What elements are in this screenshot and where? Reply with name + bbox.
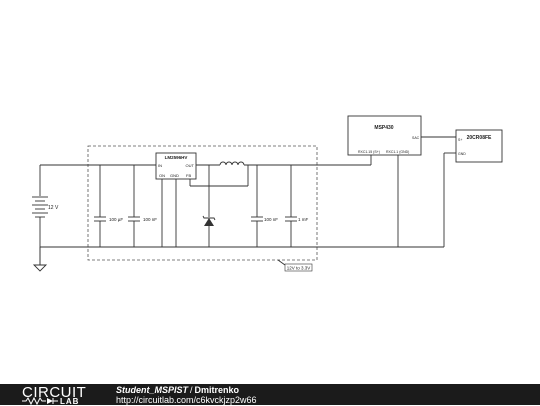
regulator-pin-fb: FB (186, 173, 191, 178)
inductor (219, 161, 245, 166)
mcu-block (347, 115, 422, 156)
ground-symbol (32, 247, 48, 272)
regulator-name: LM2596HV (165, 155, 188, 160)
circuit-url-link[interactable]: http://circuitlab.com/c6kvckjzp2w66 (116, 395, 257, 405)
annotation-leader (277, 259, 286, 266)
regulator-pin-on: ON (159, 173, 165, 178)
author-separator: / (190, 385, 193, 395)
mcu-pin-b: RXC1.1 (GND) (386, 150, 409, 154)
cap-out-1-label: 100 nF (264, 217, 278, 222)
sensor-name: 20CR08FE (467, 135, 492, 141)
regulator-pin-gnd: GND (170, 173, 179, 178)
battery-label: 12 V (48, 205, 59, 211)
brand-logo-top: CIRCUIT (22, 384, 87, 401)
brand-logo-bottom: LAB (60, 397, 80, 406)
footer-bar: CIRCUIT LAB Student_MSPIST/Dmitrenko htt… (0, 384, 540, 406)
mcu-pin-fragment: SAC (412, 136, 420, 140)
author-name: Dmitrenko (194, 385, 240, 395)
author-username[interactable]: Student_MSPIST (116, 385, 189, 395)
regulator-pin-out: OUT (186, 163, 195, 168)
sensor-block (455, 129, 503, 163)
annotation-label: 12V to 3.3V (287, 266, 311, 271)
cap-in-2-label: 100 nF (143, 217, 157, 222)
schematic-canvas: 12 V 100 µF 100 nF LM2596HV IN OUT ON GN… (32, 115, 503, 272)
cap-in-2 (128, 165, 140, 247)
mcu-name: MSP430 (374, 125, 393, 131)
cap-in-1-label: 100 µF (109, 217, 123, 222)
annotation-box (284, 263, 313, 272)
cap-out-1 (251, 165, 263, 247)
regulator-pin-in: IN (158, 163, 162, 168)
regulator-group-box (87, 145, 318, 261)
sensor-pin-a: S+ (458, 138, 462, 142)
sensor-pin-b: GND (458, 152, 466, 156)
diode (202, 165, 216, 247)
regulator-ic (155, 152, 197, 180)
author-line: Student_MSPIST/Dmitrenko (116, 385, 239, 395)
mcu-pin-a: RXC1.15 (S+) (358, 150, 380, 154)
cap-in-1 (94, 165, 106, 247)
cap-out-2 (285, 165, 297, 247)
cap-out-2-label: 1 mF (298, 217, 309, 222)
resistor-diode-icon (22, 397, 58, 405)
